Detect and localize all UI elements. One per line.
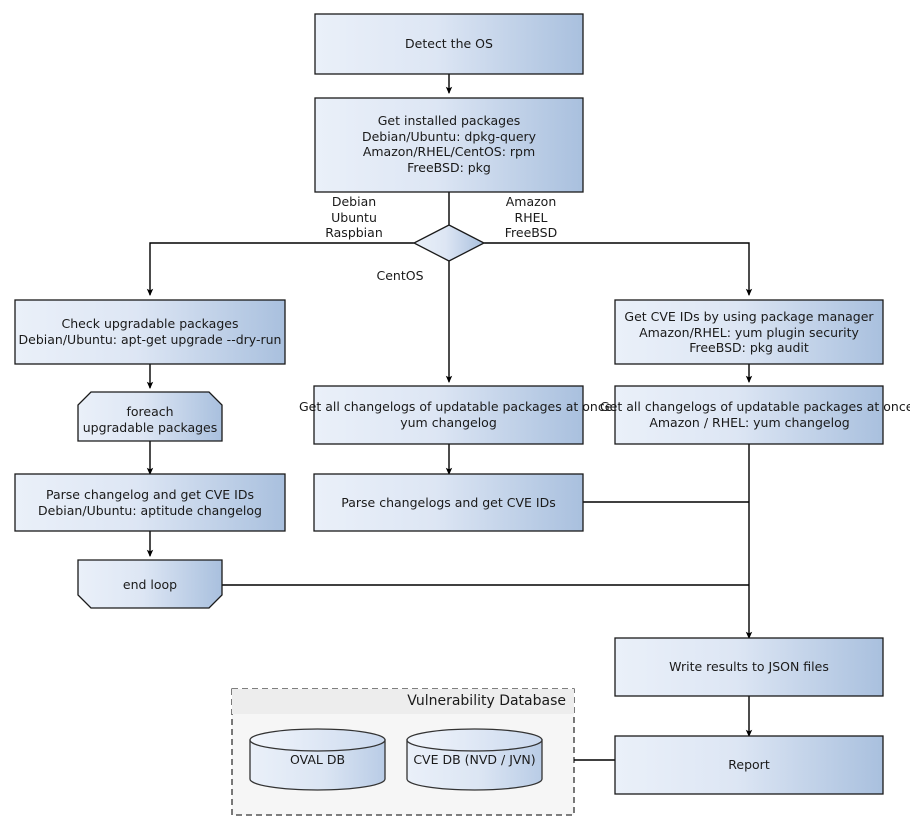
node-write-results-json bbox=[614, 637, 884, 697]
node-detect-os bbox=[314, 13, 584, 75]
node-end-loop bbox=[77, 559, 223, 609]
edge-label-left-branch: Debian Ubuntu Raspbian bbox=[325, 194, 383, 240]
node-os-decision-diamond bbox=[412, 224, 486, 262]
vulnerability-database-group-title: Vulnerability Database bbox=[407, 693, 566, 709]
node-parse-changelogs-centos bbox=[313, 473, 584, 532]
node-check-upgradable-packages bbox=[14, 299, 286, 365]
node-get-cve-ids-package-manager bbox=[614, 299, 884, 365]
node-get-changelogs-rhel bbox=[614, 385, 884, 445]
node-report bbox=[614, 735, 884, 795]
node-get-changelogs-centos bbox=[313, 385, 584, 445]
node-oval-db bbox=[249, 728, 386, 791]
node-parse-changelog-debian bbox=[14, 473, 286, 532]
vulnerability-database-group-header bbox=[232, 689, 574, 714]
edge-label-down-branch: CentOS bbox=[376, 268, 424, 283]
edge-label-right-branch: Amazon RHEL FreeBSD bbox=[504, 194, 558, 240]
edge-decision-right bbox=[484, 242, 753, 297]
node-cve-db bbox=[406, 728, 543, 791]
node-get-installed-packages bbox=[314, 97, 584, 193]
node-foreach-loop bbox=[77, 391, 223, 442]
edge-decision-left bbox=[146, 242, 414, 297]
